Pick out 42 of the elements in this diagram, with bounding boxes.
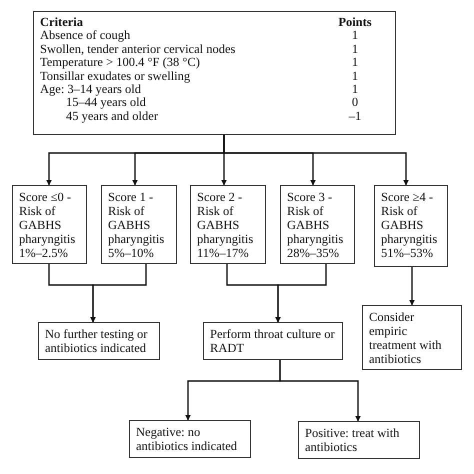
box-text: No further testing or antibiotics indicated [45,327,148,355]
box-text: Perform throat culture or RADT [210,327,336,355]
box-text: Positive: treat with antibiotics [305,426,400,454]
points-value: 1 [350,82,360,96]
box-text: Score ≤0 -Risk of GABHS pharyngitis 1%–2.5% [19,190,76,260]
process-box [374,185,448,267]
box-text: Score 2 -Risk of GABHS pharyngitis 11%–17% [197,190,254,260]
box-text: Score 1 -Risk of GABHS pharyngitis 5%–10% [108,190,166,260]
box-text: Negative: no antibiotics indicated [136,425,238,453]
points-value: 1 [350,55,360,70]
arrow [90,264,147,323]
criteria-table [33,11,396,135]
criterion-text: Age: 3–14 years old [40,82,142,96]
process-box [362,305,462,370]
criterion-text: 15–44 years old [66,95,146,110]
points-value: 1 [350,68,360,83]
points-value: 0 [350,95,360,110]
criterion-text: Temperature > 100.4 °F (38 °C) [40,55,200,70]
points-value: 1 [350,42,360,56]
criterion-text: 45 years and older [66,108,158,123]
process-box [298,421,420,459]
column-header: Criteria [40,15,84,29]
process-box [38,322,160,360]
arrow [409,267,415,306]
process-box [12,185,87,264]
arrow [275,264,327,323]
box-text: Score 3 -Risk of GABHS pharyngitis 28%–35% [287,190,344,260]
criterion-text: Tonsillar exudates or swelling [40,68,190,83]
points-value: 1 [350,28,360,42]
arrow [223,135,409,186]
box-text: Score ≥4 -Risk of GABHS pharyngitis 51%–53% [381,190,438,260]
process-box [190,185,266,264]
process-box [280,185,355,264]
process-box [101,185,177,264]
box-text: Consider empiric treatment with antibiotics [369,310,443,366]
arrow [279,360,361,422]
process-box [203,322,343,360]
points-value: –1 [348,108,362,123]
criterion-text: Absence of cough [40,28,130,42]
column-header: Points [337,15,373,29]
process-box [129,420,251,458]
criterion-text: Swollen, tender anterior cervical nodes [40,42,236,56]
